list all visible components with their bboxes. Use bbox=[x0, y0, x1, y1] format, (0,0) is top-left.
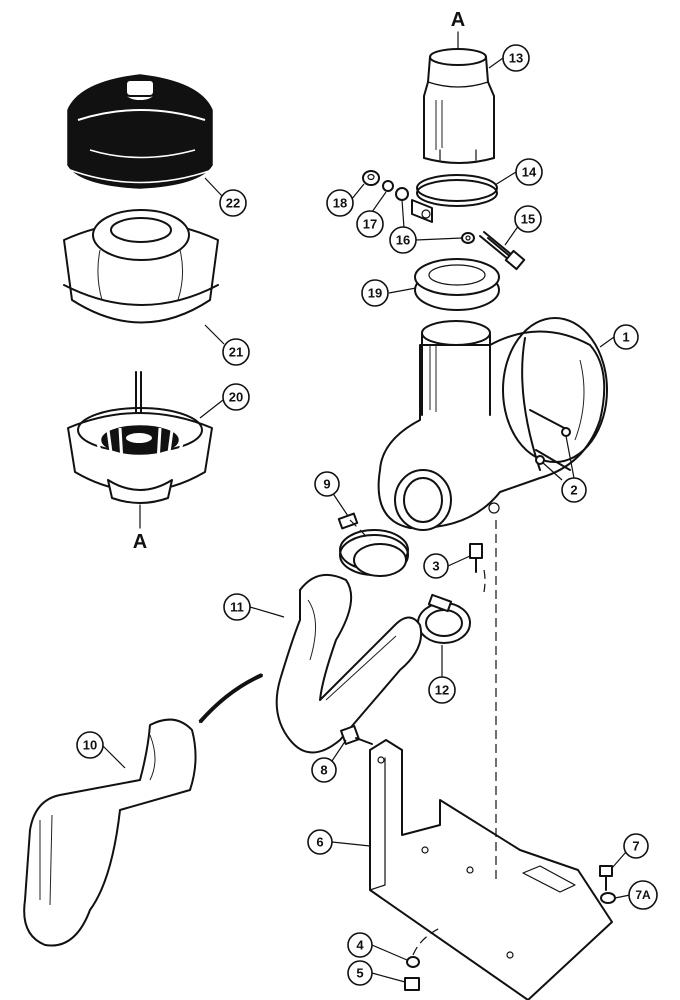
callout-18: 18 bbox=[326, 183, 365, 217]
callout-11: 11 bbox=[223, 593, 285, 621]
callout-13: 13 bbox=[488, 44, 530, 72]
callout-9: 9 bbox=[314, 471, 349, 517]
callout-label-3: 3 bbox=[432, 559, 439, 574]
callout-5: 5 bbox=[347, 960, 406, 986]
callout-label-15: 15 bbox=[521, 212, 535, 227]
rubber-ring bbox=[414, 258, 500, 311]
callout-label-1: 1 bbox=[622, 330, 629, 345]
callout-label-8: 8 bbox=[320, 763, 327, 778]
callout-22: 22 bbox=[204, 177, 247, 217]
callout-17: 17 bbox=[356, 191, 387, 238]
callout-14: 14 bbox=[494, 158, 543, 186]
air-cleaner-cover bbox=[67, 74, 213, 189]
callout-20: 20 bbox=[199, 383, 250, 419]
bracket-hardware bbox=[404, 865, 616, 991]
outlet-tube bbox=[423, 48, 495, 164]
callout-label-12: 12 bbox=[435, 683, 449, 698]
section-letter-bottom: A bbox=[133, 531, 147, 553]
callout-16: 16 bbox=[389, 199, 463, 254]
small-hardware bbox=[362, 170, 475, 244]
callout-label-18: 18 bbox=[333, 196, 347, 211]
callout-3: 3 bbox=[423, 553, 471, 579]
callout-21: 21 bbox=[204, 324, 250, 366]
hose-10 bbox=[23, 673, 263, 947]
callout-label-13: 13 bbox=[509, 51, 523, 66]
tube-clamp bbox=[411, 174, 498, 223]
dust-cup bbox=[63, 209, 219, 324]
section-letter-top: A bbox=[451, 9, 465, 31]
callout-7a: 7A bbox=[614, 880, 658, 910]
callout-label-20: 20 bbox=[229, 390, 243, 405]
callout-label-14: 14 bbox=[522, 165, 537, 180]
hose-clamp-9 bbox=[337, 512, 409, 577]
callout-label-19: 19 bbox=[368, 286, 382, 301]
alignment-lines bbox=[349, 519, 497, 956]
section-marker-top: A bbox=[451, 9, 465, 53]
callout-2: 2 bbox=[541, 435, 587, 503]
callout-4: 4 bbox=[347, 932, 408, 961]
callout-15: 15 bbox=[504, 205, 542, 246]
callout-7: 7 bbox=[611, 833, 649, 869]
callout-8: 8 bbox=[311, 739, 347, 783]
callout-label-10: 10 bbox=[83, 738, 97, 753]
callout-label-17: 17 bbox=[363, 217, 377, 232]
callout-label-22: 22 bbox=[226, 196, 240, 211]
callout-label-11: 11 bbox=[230, 600, 244, 615]
section-marker-bottom: A bbox=[133, 504, 147, 553]
bolt-8 bbox=[340, 725, 373, 745]
callout-label-7a: 7A bbox=[635, 888, 651, 902]
callout-label-2: 2 bbox=[570, 483, 577, 498]
callout-label-4: 4 bbox=[356, 938, 364, 953]
callout-12: 12 bbox=[428, 645, 456, 704]
callout-label-16: 16 bbox=[396, 233, 410, 248]
hose-clamp-12 bbox=[417, 593, 471, 644]
callout-19: 19 bbox=[361, 279, 417, 307]
callout-label-5: 5 bbox=[356, 966, 363, 981]
air-cleaner-body bbox=[377, 317, 608, 531]
callout-label-9: 9 bbox=[323, 477, 330, 492]
baffle-assembly bbox=[67, 371, 213, 504]
mounting-bracket bbox=[369, 739, 613, 1000]
bolt-15 bbox=[479, 231, 526, 271]
callout-label-7: 7 bbox=[632, 839, 639, 854]
callout-label-6: 6 bbox=[316, 835, 323, 850]
callout-10: 10 bbox=[76, 731, 126, 769]
callout-6: 6 bbox=[307, 829, 371, 855]
callout-1: 1 bbox=[599, 324, 639, 350]
bolt-3 bbox=[469, 543, 483, 573]
hose-elbow bbox=[275, 573, 422, 754]
callout-label-21: 21 bbox=[229, 345, 243, 360]
callouts: 1 2 3 4 5 6 bbox=[76, 44, 658, 986]
